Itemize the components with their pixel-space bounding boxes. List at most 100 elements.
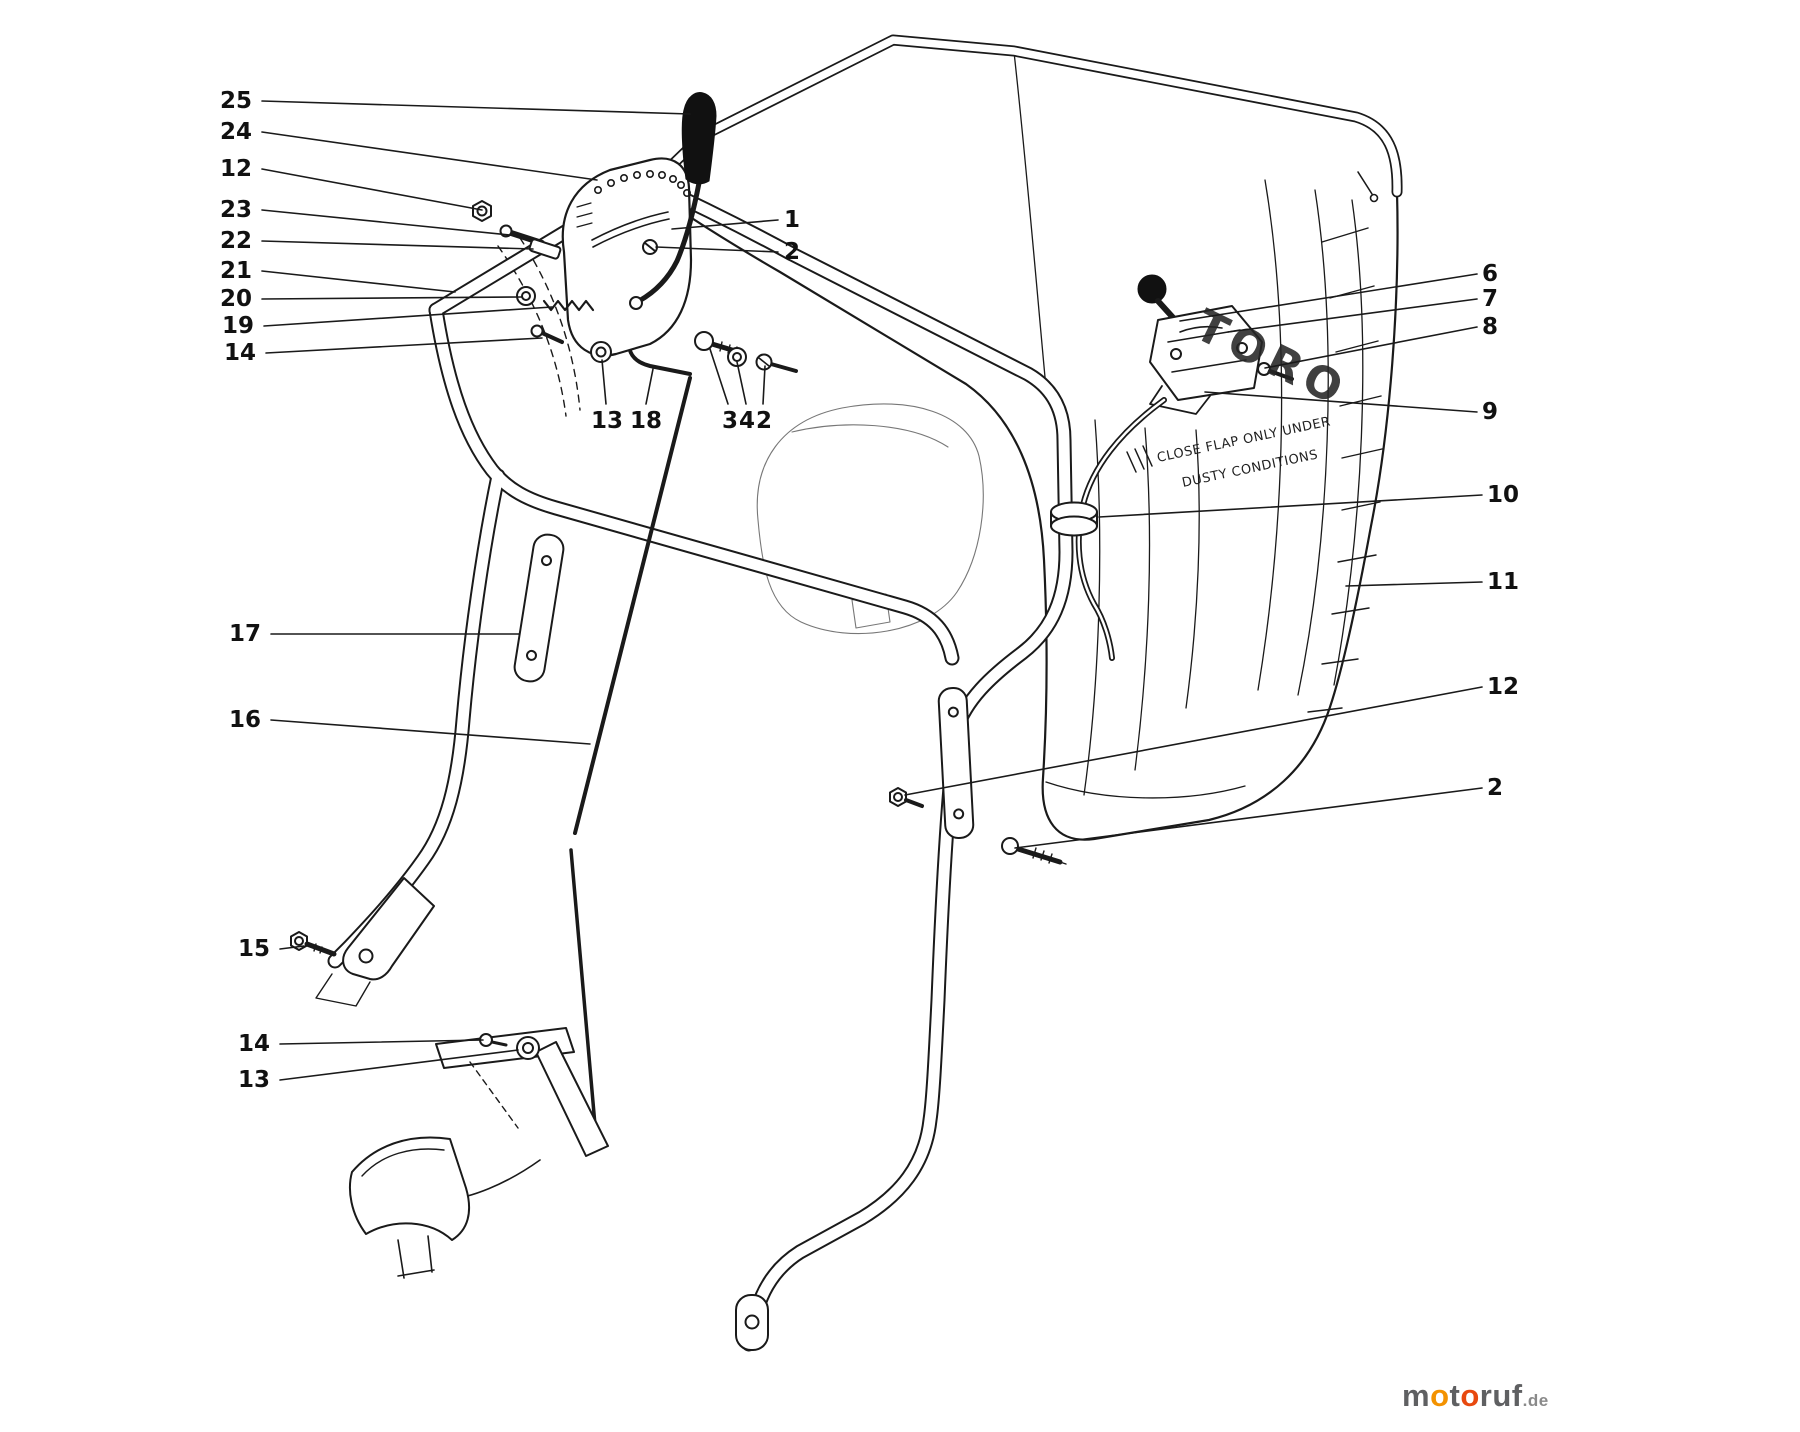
- leader-line-21: [261, 270, 456, 293]
- leader-line-1: [671, 219, 779, 230]
- callout-15: 15: [238, 936, 270, 962]
- leader-line-19: [263, 306, 553, 327]
- leader-line-25: [261, 100, 691, 115]
- callout-2: 2: [1487, 775, 1503, 801]
- callout-21: 21: [220, 258, 252, 284]
- sheet-screw-14: [530, 324, 564, 344]
- watermark-letter: u: [1492, 1378, 1512, 1413]
- panel-lever: [636, 180, 702, 304]
- flat-washer-20: [516, 286, 536, 306]
- note-tick-marks: [1126, 445, 1153, 473]
- callout-6: 6: [1482, 261, 1498, 287]
- bag-hatching: [1307, 227, 1383, 713]
- leader-line-15: [279, 945, 305, 950]
- callout-12: 12: [1487, 674, 1519, 700]
- leader-line-2: [762, 365, 766, 405]
- panel-slot: [591, 211, 670, 248]
- leader-line-11: [1345, 581, 1483, 587]
- callout-18: 18: [630, 408, 662, 434]
- screw-2: [755, 353, 798, 373]
- callout-14: 14: [238, 1031, 270, 1057]
- leader-line-10: [1098, 494, 1483, 518]
- callout-19: 19: [222, 313, 254, 339]
- leader-line-18: [645, 368, 654, 405]
- right-foot-plate: [735, 1294, 769, 1351]
- leader-line-9: [1204, 391, 1478, 413]
- callout-23: 23: [220, 197, 252, 223]
- bag-fold-lines: [1013, 51, 1364, 799]
- watermark-letter: o: [1460, 1378, 1480, 1413]
- callout-2: 2: [784, 239, 800, 265]
- hidden-tube-dashes: [497, 237, 581, 417]
- panel-screw: [642, 239, 658, 255]
- flange-nut: [472, 200, 492, 222]
- grass-bag: [646, 38, 1399, 841]
- spacer: [528, 238, 562, 260]
- callout-8: 8: [1482, 314, 1498, 340]
- callout-24: 24: [220, 119, 252, 145]
- leader-line-2: [1014, 787, 1483, 849]
- leader-line-13: [601, 359, 607, 405]
- watermark-letter: t: [1449, 1378, 1461, 1413]
- callout-20: 20: [220, 286, 252, 312]
- callout-12: 12: [220, 156, 252, 182]
- leader-line-4: [736, 361, 747, 405]
- throttle-housing: [1149, 305, 1263, 401]
- throttle-lever-grip: [681, 92, 717, 185]
- callout-22: 22: [220, 228, 252, 254]
- leader-line-12: [261, 168, 483, 211]
- leader-line-12: [904, 686, 1483, 796]
- watermark-logo: motoruf.de: [1402, 1378, 1549, 1414]
- callout-13: 13: [238, 1067, 270, 1093]
- cable-clamp-10: [1050, 501, 1098, 537]
- callout-16: 16: [229, 707, 261, 733]
- pivot-washer: [516, 1036, 540, 1060]
- leader-line-24: [261, 131, 598, 181]
- leg-bolt-12: [889, 787, 924, 808]
- callout-14: 14: [224, 340, 256, 366]
- right-brace-strap: [937, 687, 975, 839]
- chute-deflector: [349, 1136, 471, 1279]
- left-brace-strap: [513, 533, 565, 683]
- watermark-letter: o: [1430, 1378, 1450, 1413]
- control-panel-plate: [561, 157, 693, 357]
- control-rod-lower: [569, 848, 599, 1150]
- leader-line-6: [1179, 273, 1478, 322]
- watermark-tld: .de: [1522, 1391, 1549, 1410]
- leader-line-14: [279, 1039, 484, 1045]
- callout-9: 9: [1482, 399, 1498, 425]
- panel-holes: [593, 170, 691, 198]
- washer-4: [727, 347, 747, 367]
- bag-hook-detail: [1357, 171, 1379, 203]
- watermark-letter: r: [1479, 1378, 1493, 1413]
- callout-17: 17: [229, 621, 261, 647]
- throttle-screw-8: [1257, 362, 1294, 381]
- panel-lever-pivot: [629, 296, 643, 310]
- leader-line-22: [261, 240, 534, 250]
- leader-line-7: [1227, 298, 1478, 333]
- leader-line-2: [655, 246, 779, 253]
- leader-line-13: [279, 1049, 519, 1081]
- leader-line-3: [709, 348, 729, 405]
- left-foot-plate: [315, 877, 435, 1007]
- leader-line-8: [1264, 326, 1478, 369]
- lower-bolt-2: [1001, 837, 1067, 865]
- link-bar: [535, 1041, 609, 1157]
- watermark-brand: motoruf: [1402, 1378, 1523, 1413]
- throttle-cable-inner: [1077, 398, 1166, 660]
- bellcrank-assembly: [435, 1027, 609, 1201]
- leader-line-16: [270, 719, 591, 745]
- callout-2: 2: [756, 408, 772, 434]
- throttle-knob: [1137, 274, 1167, 304]
- callout-3: 3: [722, 408, 738, 434]
- watermark-letter: m: [1402, 1378, 1431, 1413]
- callout-13: 13: [591, 408, 623, 434]
- leader-line-14: [265, 337, 543, 354]
- callout-11: 11: [1487, 569, 1519, 595]
- leader-line-23: [261, 209, 511, 236]
- callout-7: 7: [1482, 286, 1498, 312]
- leader-line-20: [261, 296, 523, 300]
